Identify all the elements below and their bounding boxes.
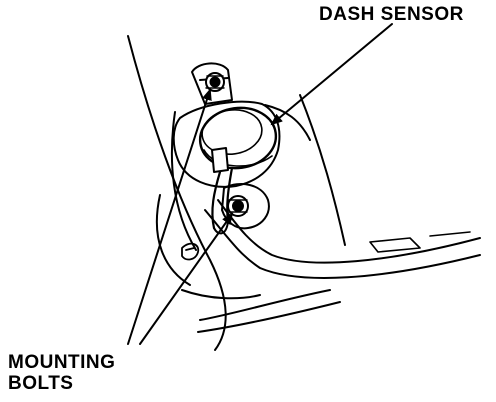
- lower-mounting-bolt-icon: [227, 195, 249, 217]
- upper-bolt-leader-arrow: [127, 88, 212, 345]
- mounting-bolts-label-line2: BOLTS: [8, 373, 74, 394]
- lower-bracket: [197, 199, 481, 333]
- sensor-connector: [211, 147, 234, 235]
- sensor-mount-plate: [172, 100, 281, 188]
- lower-bolt-leader-arrow: [139, 212, 234, 345]
- mounting-bolts-label: MOUNTING BOLTS: [8, 352, 115, 394]
- panel-clip: [181, 242, 200, 261]
- callout-leaders: [127, 23, 393, 345]
- dash-sensor-label: DASH SENSOR: [319, 4, 464, 25]
- dash-sensor-leader-arrow: [270, 23, 393, 126]
- dash-sensor-body: [198, 106, 278, 170]
- upper-mounting-bolt-icon: [205, 72, 225, 92]
- dash-panel-outline: [127, 35, 346, 351]
- mounting-bolts-label-line1: MOUNTING: [8, 352, 116, 373]
